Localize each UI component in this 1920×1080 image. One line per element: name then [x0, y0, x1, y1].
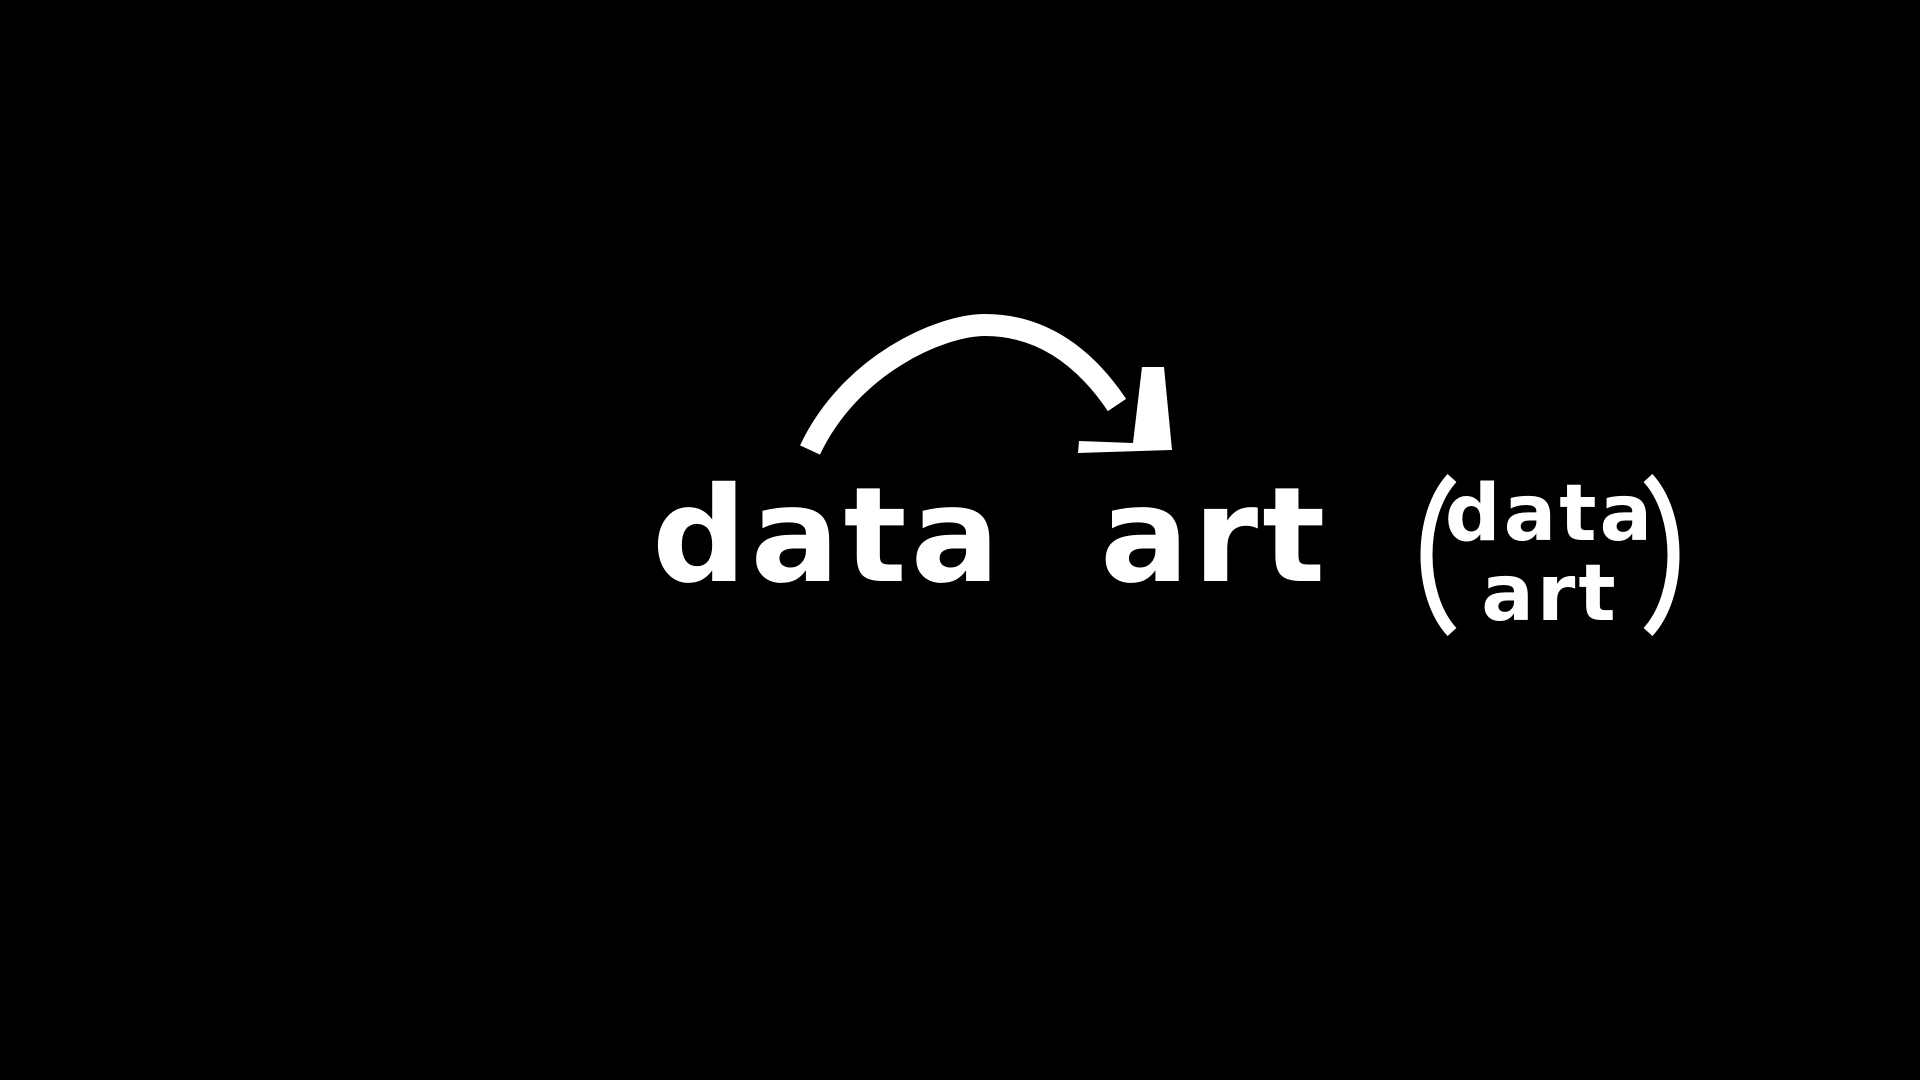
pair-bottom-word: art — [1481, 549, 1619, 639]
curved-arrow-right-icon — [800, 313, 1172, 455]
pair-top-word: data — [1444, 469, 1656, 559]
data-art-pair: data art — [1410, 470, 1690, 640]
target-word: art — [1100, 459, 1330, 613]
right-parenthesis-icon — [1643, 473, 1680, 637]
source-word: data — [652, 459, 1004, 613]
left-parenthesis-icon — [1420, 473, 1457, 637]
